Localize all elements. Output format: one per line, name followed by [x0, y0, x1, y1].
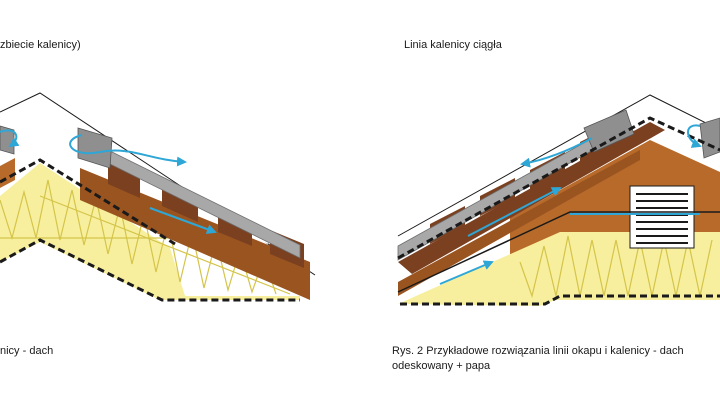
left-truss-lines — [0, 179, 291, 295]
left-roof-diagram — [0, 92, 316, 302]
right-diagram-caption: Rys. 2 Przykładowe rozwiązania linii oka… — [392, 345, 684, 372]
left-ridge-vent — [77, 127, 113, 169]
right-airflow-arrow-eave — [439, 260, 494, 285]
left-ridge-beam-left — [0, 158, 15, 188]
right-ridge-vent — [583, 109, 635, 153]
right-airflow-arrow-ridge — [520, 137, 593, 168]
right-diagram-title: Linia kalenicy ciągła — [404, 39, 502, 51]
right-roof-outline — [397, 94, 720, 237]
left-diagram-caption: nicy - dach — [0, 345, 54, 357]
right-gable-louvre-vent — [629, 185, 695, 249]
right-insulation — [398, 232, 720, 306]
right-airflow-arrow-loop — [687, 124, 702, 148]
left-membrane-lower — [0, 238, 300, 302]
left-airflow-arrow-loop — [0, 129, 20, 148]
right-rafter — [398, 122, 665, 274]
right-rafter-lower — [398, 150, 640, 296]
left-diagram-title: zbiecie kalenicy) — [0, 39, 81, 51]
left-airflow-arrow-low — [149, 207, 217, 234]
left-rafter — [80, 168, 310, 300]
right-ridge-vent-edge — [699, 117, 720, 159]
right-airflow-arrow-mid — [467, 187, 562, 237]
right-membrane-upper — [397, 116, 720, 260]
right-membrane-lower — [400, 294, 720, 306]
right-roof-diagram — [397, 94, 720, 306]
right-ceiling-line — [397, 211, 720, 293]
left-airflow-arrow-main — [69, 134, 187, 167]
left-insulation — [0, 163, 300, 300]
left-membrane-upper — [0, 158, 176, 246]
right-truss-lines — [519, 235, 713, 299]
